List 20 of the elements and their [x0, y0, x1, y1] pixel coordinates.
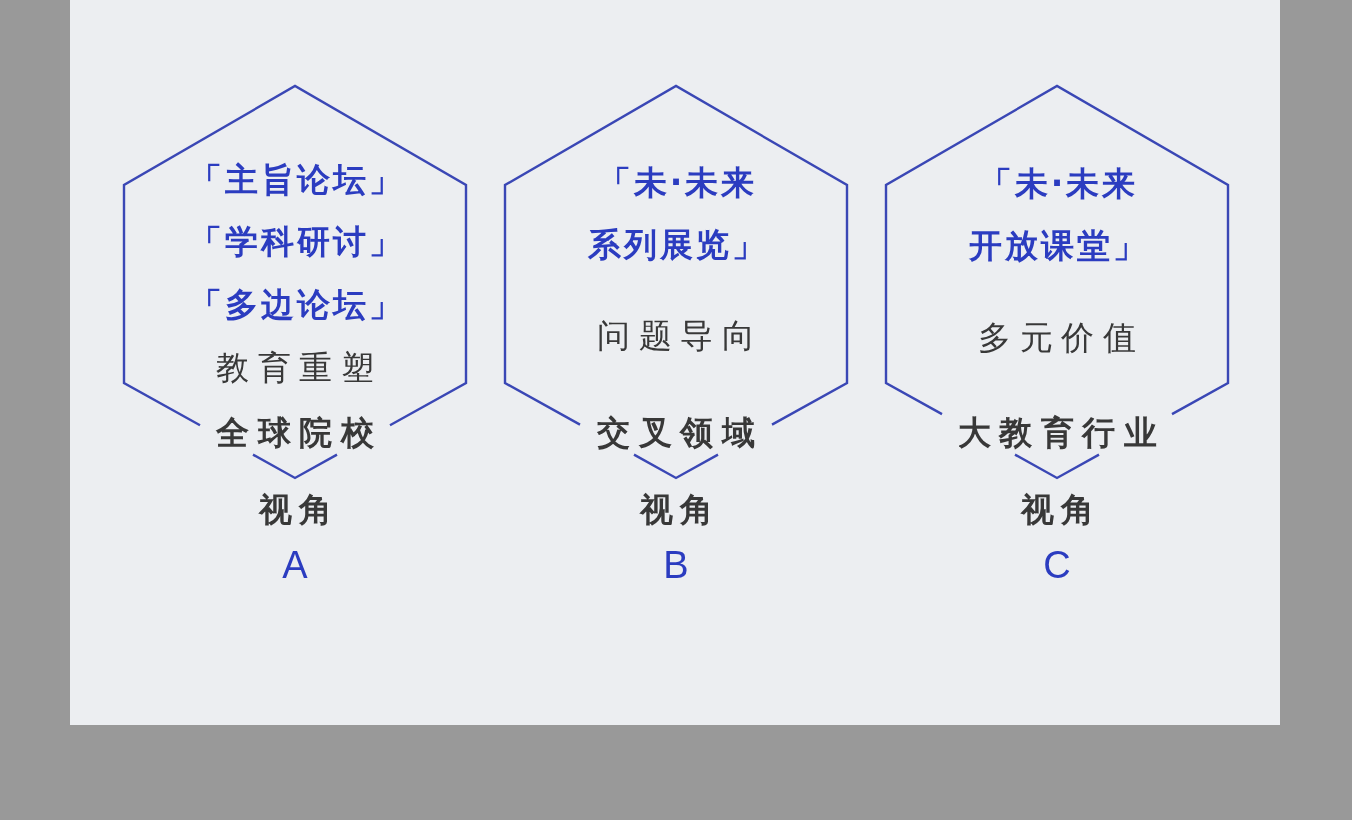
- theme-text: 多元价值: [977, 317, 1145, 359]
- theme-text: 问题导向: [596, 315, 764, 357]
- perspective-letter: C: [1043, 543, 1071, 587]
- perspective-letter: B: [663, 543, 689, 587]
- program-title: 「多边论坛」: [187, 284, 405, 326]
- theme-text: 教育重塑: [215, 347, 383, 389]
- program-title: 「未·未来系列展览」: [586, 162, 769, 266]
- hexagon-frame: [502, 83, 850, 481]
- perspective-label: 视角: [638, 489, 720, 531]
- border-label: 大教育行业: [956, 412, 1165, 454]
- border-label: 交叉领域: [596, 412, 764, 454]
- perspective-label: 视角: [1019, 489, 1101, 531]
- border-label: 全球院校: [215, 412, 383, 454]
- program-title: 「主旨论坛」: [187, 159, 405, 201]
- program-title: 「未·未来开放课堂」: [967, 163, 1150, 267]
- perspective-label: 视角: [257, 489, 339, 531]
- hexagon-frame: [121, 83, 469, 481]
- perspective-letter: A: [282, 543, 308, 587]
- program-title: 「学科研讨」: [187, 221, 405, 263]
- hexagon-frame: [883, 83, 1231, 481]
